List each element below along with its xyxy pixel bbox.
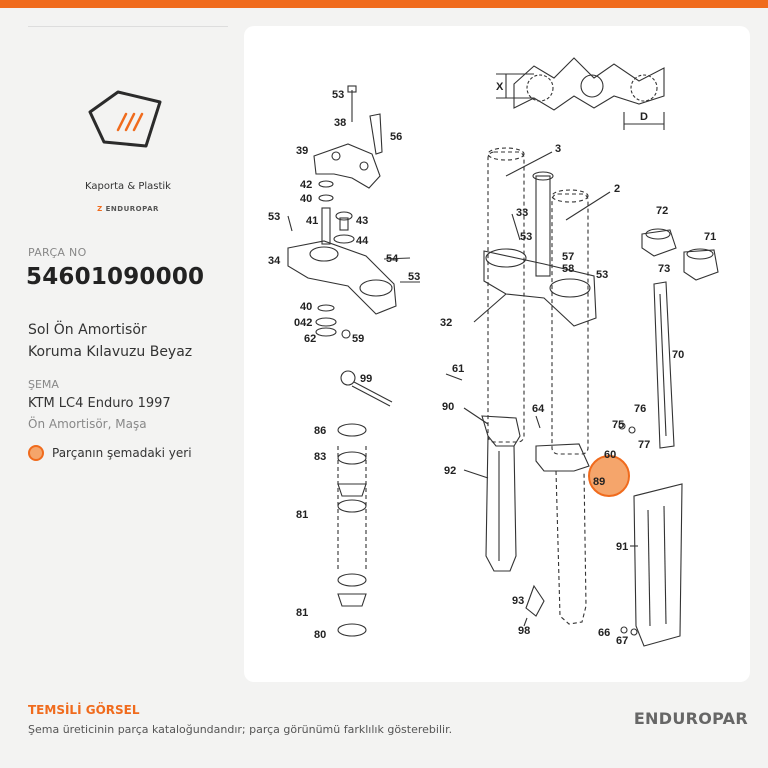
callout-71: 71 (704, 231, 716, 243)
callout-41: 41 (306, 215, 318, 227)
callout-64: 64 (532, 403, 545, 415)
callout-72: 72 (656, 205, 668, 217)
callout-99: 99 (360, 373, 372, 385)
callout-53b: 53 (268, 211, 280, 223)
legend-text: Parçanın şemadaki yeri (52, 446, 192, 460)
sidebar-divider (28, 26, 228, 27)
category-label: Kaporta & Plastik (85, 181, 171, 192)
callout-53c: 53 (408, 271, 420, 283)
part-description-line-1: Sol Ön Amortisör (28, 322, 147, 338)
callout-x: X (496, 81, 504, 93)
brand-z-icon: Z (97, 205, 103, 213)
footer-title: TEMSİLİ GÖRSEL (28, 703, 140, 717)
schema-subgroup: Ön Amortisör, Maşa (28, 417, 147, 431)
callout-54: 54 (386, 253, 399, 265)
callout-86: 86 (314, 425, 326, 437)
callout-93: 93 (512, 595, 524, 607)
callout-75: 75 (612, 419, 624, 431)
callout-91: 91 (616, 541, 628, 553)
top-accent-bar (0, 0, 768, 8)
schema-label: ŞEMA (28, 378, 59, 391)
part-number: 54601090000 (26, 264, 205, 290)
exploded-parts-diagram: 3 2 X D 53 38 56 39 42 40 53 41 43 44 34… (268, 57, 719, 647)
callout-44: 44 (356, 235, 369, 247)
vehicle-model: KTM LC4 Enduro 1997 (28, 396, 171, 411)
callout-61: 61 (452, 363, 464, 375)
callout-73: 73 (658, 263, 670, 275)
highlighted-part-marker[interactable] (588, 455, 630, 497)
callout-70: 70 (672, 349, 684, 361)
callout-90: 90 (442, 401, 454, 413)
highlight-legend: Parçanın şemadaki yeri (28, 445, 192, 461)
callout-2: 2 (614, 183, 620, 195)
callout-57: 57 (562, 251, 574, 263)
callout-60: 60 (604, 449, 616, 461)
callout-40b: 40 (300, 301, 312, 313)
callout-80: 80 (314, 629, 326, 641)
callout-92: 92 (444, 465, 456, 477)
callout-67: 67 (616, 635, 628, 647)
callout-77: 77 (638, 439, 650, 451)
callout-98: 98 (518, 625, 530, 637)
part-description-line-2: Koruma Kılavuzu Beyaz (28, 344, 193, 360)
callout-34: 34 (268, 255, 281, 267)
highlight-dot-icon (28, 445, 44, 461)
callout-53d: 53 (520, 231, 532, 243)
callout-76: 76 (634, 403, 646, 415)
callout-33: 33 (516, 207, 528, 219)
part-description: Sol Ön Amortisör Koruma Kılavuzu Beyaz (28, 319, 238, 363)
callout-53e: 53 (596, 269, 608, 281)
callout-58: 58 (562, 263, 574, 275)
callout-66: 66 (598, 627, 610, 639)
callout-d: D (640, 111, 648, 123)
callout-32: 32 (440, 317, 452, 329)
callout-56: 56 (390, 131, 402, 143)
callout-62: 62 (304, 333, 316, 345)
footer-note: Şema üreticinin parça kataloğundandır; p… (28, 723, 453, 736)
callout-39: 39 (296, 145, 308, 157)
callout-59: 59 (352, 333, 364, 345)
footer-brand-logo: ENDUROPAR (633, 709, 748, 728)
callout-43: 43 (356, 215, 368, 227)
callout-40a: 40 (300, 193, 312, 205)
part-no-label: PARÇA NO (28, 246, 87, 259)
callout-81b: 81 (296, 607, 308, 619)
callout-042: 042 (294, 317, 312, 329)
callout-42: 42 (300, 179, 312, 191)
callout-83: 83 (314, 451, 326, 463)
callout-3: 3 (555, 143, 561, 155)
callout-81a: 81 (296, 509, 308, 521)
callout-38: 38 (334, 117, 346, 129)
category-logo-icon (88, 90, 162, 148)
diagram-card: 3 2 X D 53 38 56 39 42 40 53 41 43 44 34… (244, 26, 750, 682)
callout-89-highlight: 89 (593, 476, 605, 488)
callout-53a: 53 (332, 89, 344, 101)
